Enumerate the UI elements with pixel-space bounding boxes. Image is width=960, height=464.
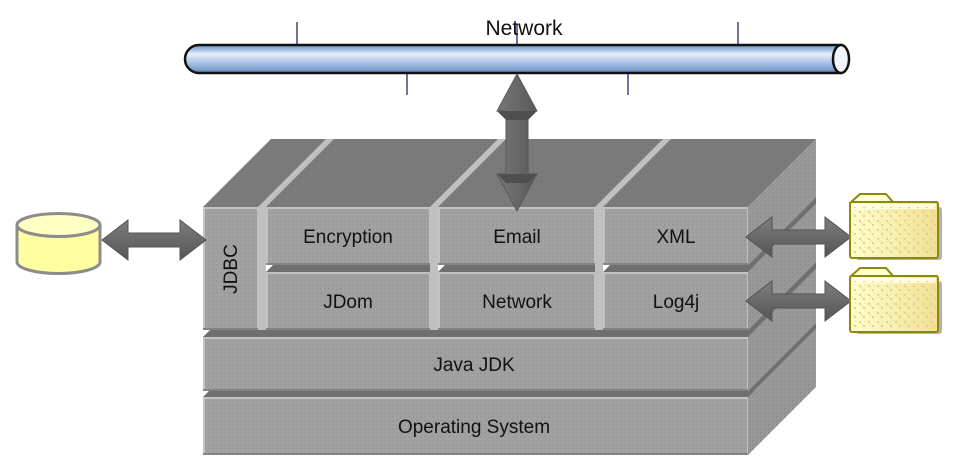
database-top [15, 212, 102, 238]
layer-gap-strip [203, 391, 754, 397]
folder-texture [852, 207, 936, 256]
module-box-log4j: Log4j [603, 272, 748, 330]
pipe-end-cap [831, 43, 851, 75]
arrow-shadow-wedge [497, 111, 537, 120]
module-label: JDom [323, 292, 373, 313]
module-label: Network [482, 292, 552, 313]
top-gap-stripe [258, 139, 334, 207]
network-bus-label: Network [485, 17, 563, 40]
folder-texture [852, 281, 936, 330]
module-label: Encryption [303, 227, 393, 248]
top-gap-stripe [595, 139, 671, 207]
module-box-jdbc: JDBC [203, 207, 258, 330]
double-arrow-horizontal [101, 218, 207, 262]
folder-highlight [852, 278, 936, 283]
database-body [15, 223, 102, 275]
module-box-network: Network [438, 272, 595, 330]
layer-gap-strip [203, 330, 755, 337]
network-module-arrow [496, 72, 538, 213]
database-icon [15, 212, 102, 275]
top-gap-stripe [430, 139, 506, 207]
row-gap-strip [266, 265, 437, 272]
folder-icon [849, 267, 942, 334]
layer-label: Operating System [398, 417, 550, 438]
network-pipe [183, 43, 843, 75]
module-box-email: Email [438, 207, 595, 265]
column-gap [258, 207, 266, 330]
network-bus: Network [183, 17, 851, 95]
folder-icon [849, 193, 942, 260]
module-label: Log4j [653, 292, 700, 313]
row-gap-strip [603, 265, 755, 272]
module-label: Email [493, 227, 541, 248]
arrow-shadow-wedge [497, 174, 537, 183]
module-box-jdom: JDom [266, 272, 430, 330]
database-jdbc-arrow [101, 218, 207, 262]
column-gap [595, 207, 603, 330]
folder-highlight [852, 204, 936, 209]
module-box-xml: XML [603, 207, 748, 265]
layer-box-operating-system: Operating System [203, 397, 748, 455]
module-box-encryption: Encryption [266, 207, 430, 265]
column-gap [430, 207, 438, 330]
os-side-face [748, 329, 816, 455]
module-label: XML [656, 227, 695, 248]
layer-label: Java JDK [433, 355, 515, 376]
side-gap-strip [748, 323, 816, 397]
module-label-jdbc: JDBC [221, 244, 242, 294]
row-gap-strip [438, 265, 602, 272]
layer-box-java-jdk: Java JDK [203, 337, 748, 391]
